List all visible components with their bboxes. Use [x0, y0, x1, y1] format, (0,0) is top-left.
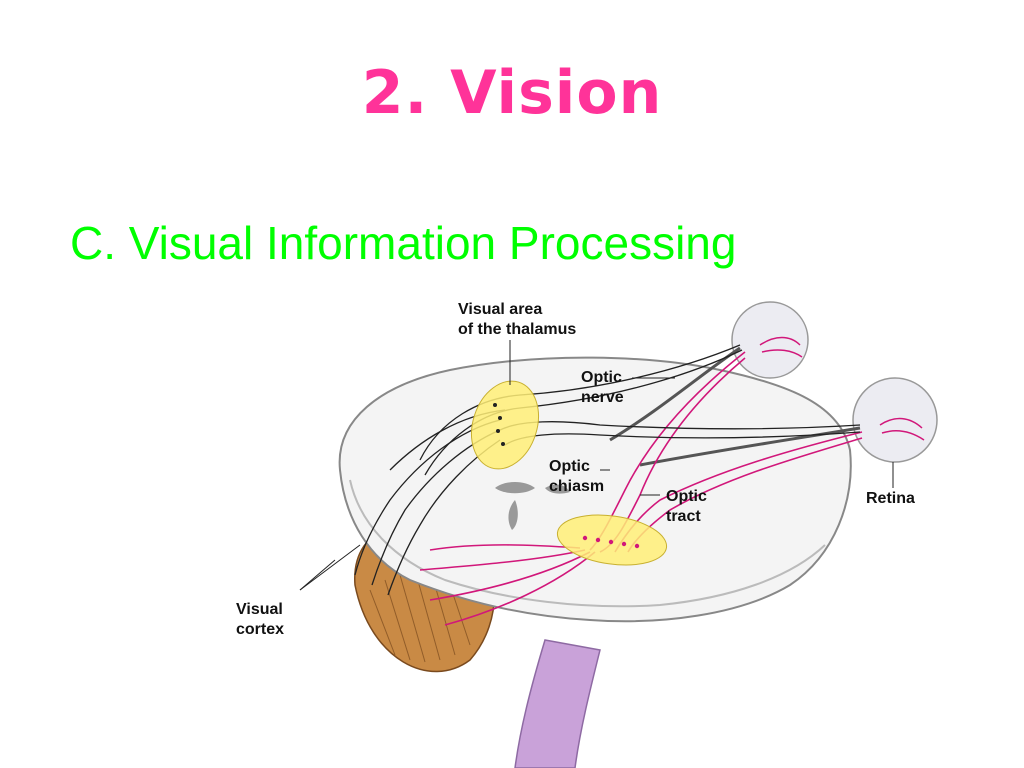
label-optic-nerve-line2: nerve	[581, 389, 624, 406]
thalamus-area-lower	[556, 514, 668, 566]
label-retina: Retina	[866, 490, 915, 507]
label-optic-tract-line1: Optic	[666, 488, 707, 505]
label-optic-tract-line2: tract	[666, 508, 701, 525]
label-thalamus-line2: of the thalamus	[458, 321, 576, 338]
label-optic-chiasm-line1: Optic	[549, 458, 590, 475]
slide-title: 2. Vision	[361, 58, 663, 128]
label-visual-cortex-line1: Visual	[236, 601, 283, 618]
label-optic-nerve-line1: Optic	[581, 369, 622, 386]
label-thalamus-line1: Visual area	[458, 301, 542, 318]
slide-subtitle: C. Visual Information Processing	[70, 217, 737, 269]
ventricle	[545, 484, 570, 494]
thalamus-area-upper	[471, 380, 539, 470]
ventricle	[495, 482, 535, 494]
brainstem	[514, 639, 601, 768]
label-optic-chiasm-line2: chiasm	[549, 478, 604, 495]
label-visual-cortex-line2: cortex	[236, 621, 284, 638]
eyeball-right	[852, 377, 938, 463]
ventricle	[508, 500, 518, 530]
